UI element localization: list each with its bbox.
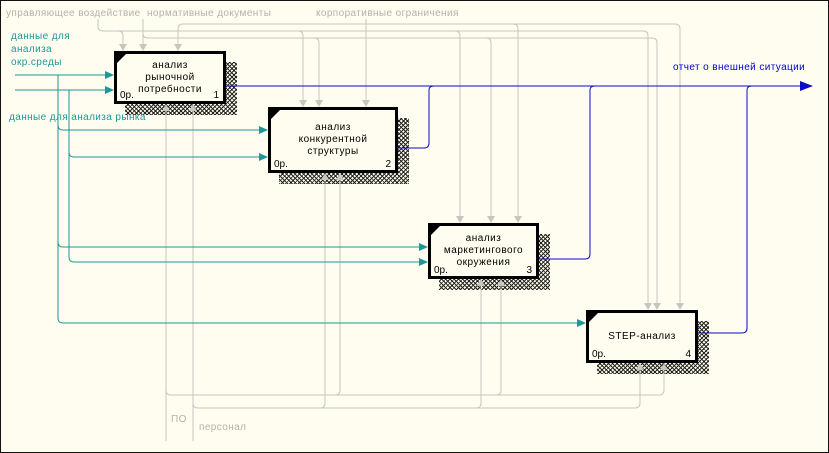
- box-cost: 0р.: [120, 90, 134, 101]
- box-fold-mark-icon: [117, 54, 126, 63]
- input-label-environment-data[interactable]: данные для анализа окр.среды: [11, 31, 71, 68]
- box-fold-mark-icon: [589, 313, 598, 322]
- box-number: 2: [385, 159, 391, 170]
- input-arrow-market-data-branch2[interactable]: [68, 90, 419, 263]
- mechanism-arrow-personnel[interactable]: [192, 110, 641, 441]
- activity-box-marketing-environment-analysis[interactable]: анализ маркетингового окружения 0р. 3: [428, 223, 539, 279]
- mechanism-arrow-software[interactable]: [165, 110, 665, 441]
- box-number: 3: [526, 265, 532, 276]
- control-label-normative-documents[interactable]: нормативные документы: [147, 8, 272, 19]
- control-arrow-corporate-restrictions[interactable]: [177, 19, 681, 304]
- control-arrow-normative-documents[interactable]: [142, 19, 658, 304]
- input-arrowheads: [105, 71, 586, 327]
- mechanism-label-software[interactable]: ПО: [171, 414, 187, 425]
- input-label-market-data[interactable]: данные для анализа рынка: [9, 112, 146, 123]
- control-arrow-managing-influence[interactable]: [97, 19, 649, 304]
- box-title: STEP-анализ: [608, 330, 676, 342]
- output-arrow-external-report[interactable]: [226, 85, 801, 334]
- mechanism-arrowheads: [162, 104, 668, 370]
- activity-box-step-analysis[interactable]: STEP-анализ 0р. 4: [586, 310, 698, 363]
- mechanism-label-personnel[interactable]: персонал: [199, 422, 247, 433]
- control-label-corporate-restrictions[interactable]: корпоративные ограничения: [316, 8, 459, 19]
- control-arrowheads: [119, 44, 684, 310]
- output-arrowhead: [800, 81, 813, 91]
- box-fold-mark-icon: [431, 226, 440, 235]
- box-cost: 0р.: [274, 159, 288, 170]
- box-number: 4: [685, 349, 691, 360]
- box-title: анализ маркетингового окружения: [443, 233, 524, 268]
- box-fold-mark-icon: [271, 110, 280, 119]
- box-title: анализ конкурентной структуры: [298, 122, 368, 157]
- control-label-managing-influence[interactable]: управляющее воздействие: [6, 8, 141, 19]
- input-arrow-market-data-branch1[interactable]: [57, 75, 577, 324]
- box-cost: 0р.: [434, 265, 448, 276]
- activity-box-competitive-structure-analysis[interactable]: анализ конкурентной структуры 0р. 2: [268, 107, 398, 173]
- activity-box-market-need-analysis[interactable]: анализ рыночной потребности 0р. 1: [114, 51, 226, 104]
- box-title: анализ рыночной потребности: [138, 59, 202, 95]
- input-arrow-environment-data[interactable]: [15, 74, 105, 91]
- box-cost: 0р.: [592, 349, 606, 360]
- box-number: 1: [213, 90, 219, 101]
- output-label-external-situation-report[interactable]: отчет о внешней ситуации: [673, 62, 806, 73]
